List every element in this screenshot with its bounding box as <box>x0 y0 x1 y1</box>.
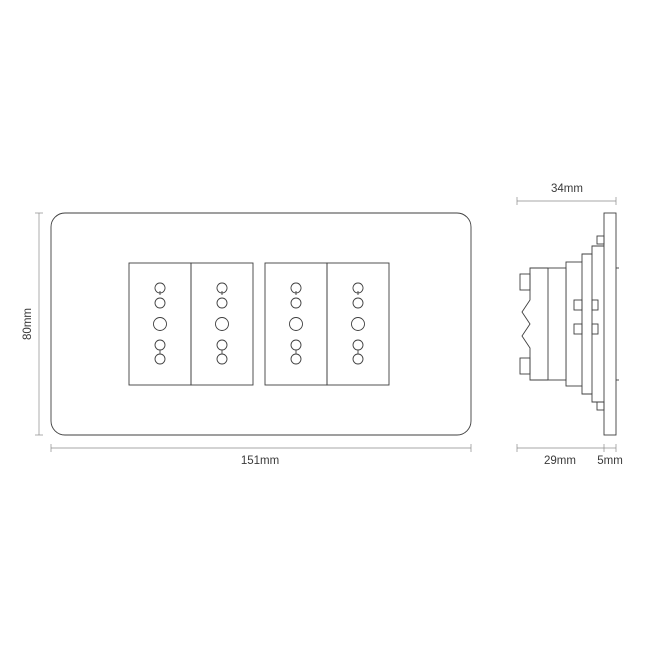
height-dimension: 80mm <box>22 212 43 436</box>
side-terminal-top <box>519 273 531 291</box>
side-terminal-block <box>521 267 548 381</box>
plate-depth-dimension: 5mm <box>597 444 623 467</box>
socket-top-pin <box>352 282 364 309</box>
side-terminal-bottom <box>519 357 531 375</box>
side-frame-screw-upper <box>591 299 599 311</box>
socket-module-frame <box>190 262 254 386</box>
socket-bottom-pin <box>352 339 364 365</box>
socket-top-pin <box>216 282 228 309</box>
wall-plate-outline <box>50 212 472 436</box>
socket-module <box>326 262 390 386</box>
side-frame-screw-lower <box>591 323 599 335</box>
width-dimension-label: 151mm <box>241 455 279 467</box>
side-plate <box>603 212 617 436</box>
socket-earth-pin <box>215 317 229 331</box>
socket-top-pin <box>290 282 302 309</box>
socket-bottom-pin <box>216 339 228 365</box>
socket-earth-pin <box>289 317 303 331</box>
width-dimension: 151mm <box>50 444 472 467</box>
side-view <box>519 212 619 436</box>
socket-module-frame <box>326 262 390 386</box>
side-frame-clip-top <box>596 235 605 245</box>
socket-earth-pin <box>351 317 365 331</box>
plate-depth-label: 5mm <box>597 455 623 467</box>
side-screw-upper <box>573 299 583 311</box>
body-depth-label: 29mm <box>544 455 576 467</box>
total-depth-label: 34mm <box>551 183 583 195</box>
height-dimension-label: 80mm <box>22 308 34 340</box>
socket-earth-pin <box>153 317 167 331</box>
socket-module <box>190 262 254 386</box>
side-body-rear <box>547 267 567 381</box>
side-screw-lower <box>573 323 583 335</box>
socket-bottom-pin <box>154 339 166 365</box>
socket-bottom-pin <box>290 339 302 365</box>
total-depth-dimension: 34mm <box>516 183 617 205</box>
body-depth-dimension: 29mm <box>516 444 605 467</box>
side-frame-clip-bottom <box>596 401 605 411</box>
socket-top-pin <box>154 282 166 309</box>
front-view <box>50 212 472 436</box>
